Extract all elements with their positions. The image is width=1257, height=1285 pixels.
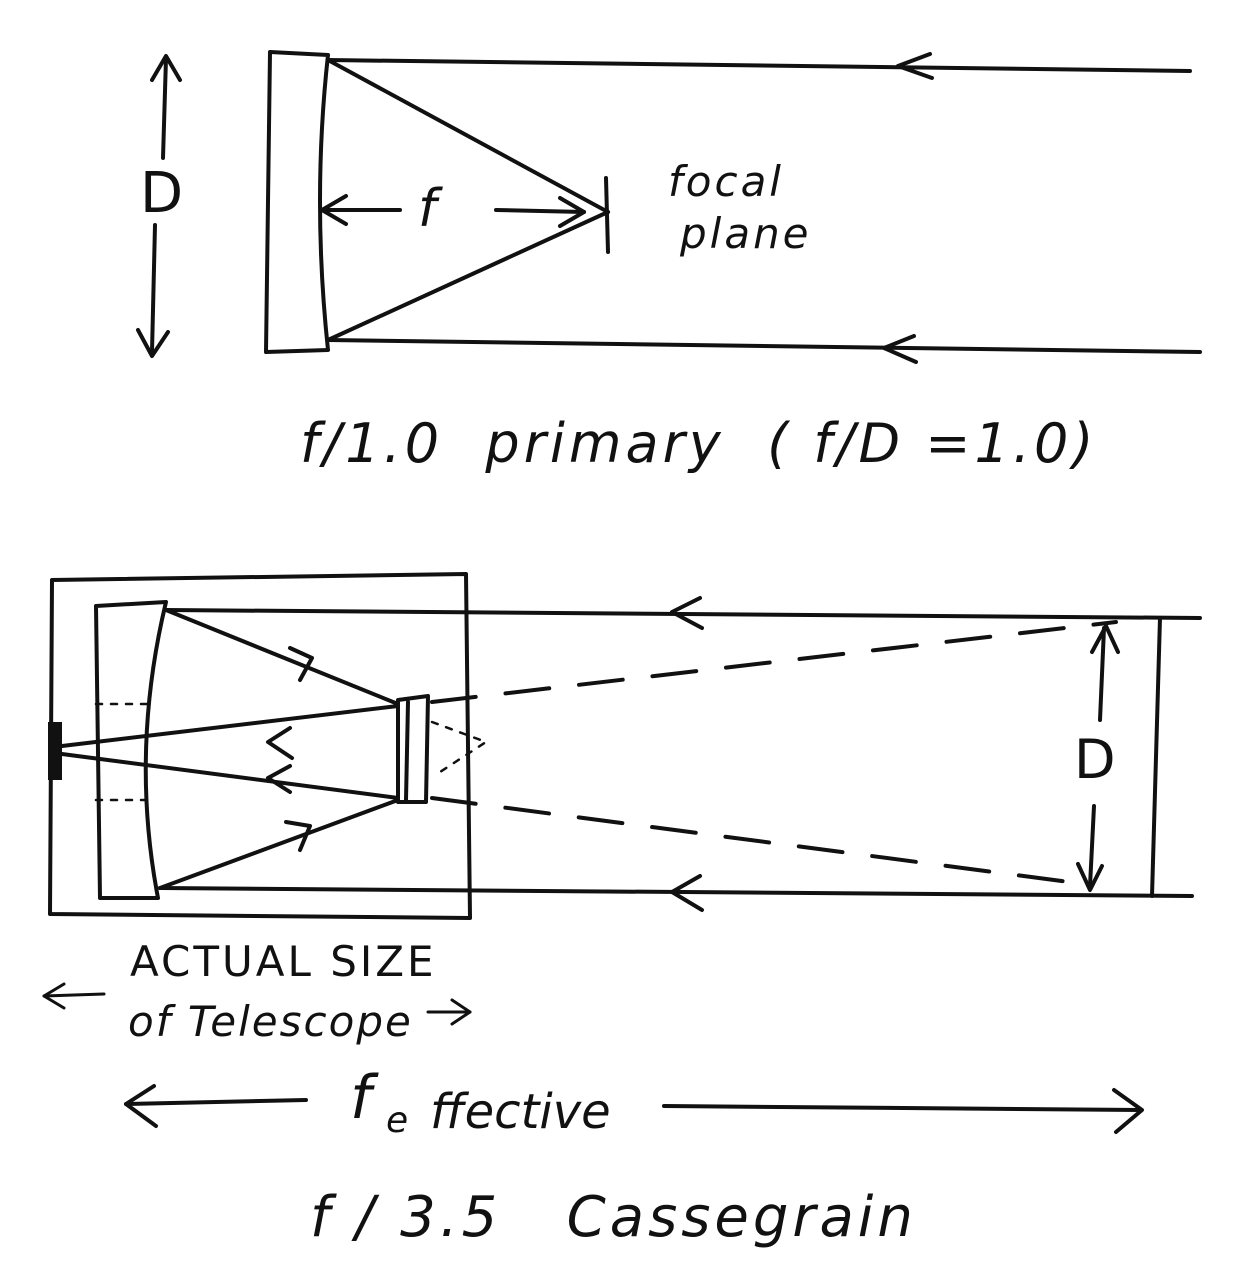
- top-ray-arrow-upper: [896, 52, 934, 80]
- effective-focal-length-dimension: [124, 1084, 1144, 1134]
- top-converging-ray-upper: [326, 58, 610, 214]
- effective-focal-label-rest: ffective: [430, 1084, 611, 1140]
- top-incoming-ray-upper: [326, 58, 1192, 73]
- focal-plane-label-line1: focal: [668, 157, 784, 206]
- top-ray-arrow-lower: [882, 334, 918, 364]
- virtual-ray-fold: [430, 720, 488, 774]
- bottom-caption: f / 3.5 Cassegrain: [310, 1185, 917, 1250]
- top-caption: f/1.0 primary ( f/D =1.0): [300, 412, 1097, 475]
- effective-focal-label-sub: e: [386, 1100, 408, 1141]
- ray-to-focus-lower: [60, 752, 400, 800]
- top-aperture-arrow: [136, 54, 182, 358]
- primary-diagram: D f focal plane f/1.0 primary ( f/D =1.0…: [136, 50, 1202, 475]
- effective-focal-label-f: f: [350, 1063, 379, 1133]
- primary-mirror: [264, 50, 330, 354]
- top-converging-ray-lower: [326, 210, 610, 342]
- effective-aperture-line: [1150, 616, 1162, 898]
- focal-length-label: f: [418, 179, 443, 239]
- focal-length-dimension: [320, 194, 586, 228]
- effective-aperture-arrow: [1076, 624, 1120, 892]
- telescope-tube: [48, 572, 472, 920]
- actual-size-label-line1: ACTUAL SIZE: [130, 937, 437, 986]
- focal-plane-label-line2: plane: [679, 209, 812, 258]
- secondary-mirror: [396, 694, 430, 804]
- cassegrain-primary-mirror: [94, 600, 168, 900]
- bottom-incoming-ray-upper: [164, 608, 1202, 620]
- bottom-ray-arrow-lower: [670, 874, 704, 912]
- virtual-ray-lower: [430, 796, 1086, 886]
- bottom-ray-arrow-upper: [670, 596, 704, 630]
- ray-to-secondary-lower: [158, 798, 400, 890]
- top-incoming-ray-lower: [326, 338, 1202, 354]
- actual-size-label-line2: of Telescope: [128, 997, 413, 1046]
- virtual-ray-upper: [430, 620, 1118, 704]
- ray-to-focus-upper: [60, 704, 400, 748]
- focal-plane-tick: [604, 176, 610, 254]
- ray-to-secondary-upper: [164, 608, 400, 706]
- cassegrain-diagram: D ACTUAL SIZE of Telescope f e ffective …: [42, 572, 1202, 1250]
- bottom-aperture-label: D: [1074, 728, 1116, 791]
- detector: [48, 722, 62, 780]
- top-aperture-label: D: [140, 161, 183, 226]
